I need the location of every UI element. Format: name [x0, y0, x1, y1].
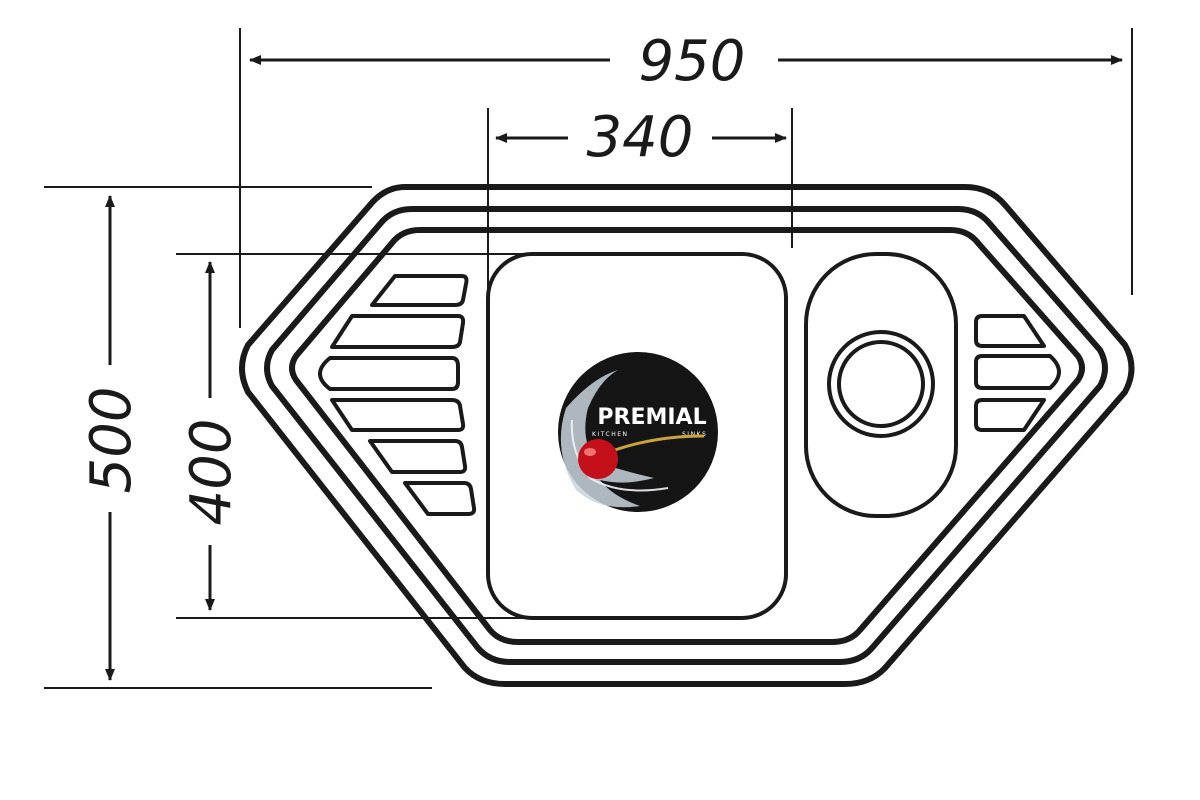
dimension-overall-depth: 500 [44, 186, 432, 689]
bowl-width-label: 340 [587, 105, 694, 170]
drainer-groove [368, 439, 468, 474]
cherry-highlight [584, 448, 596, 456]
drainer-groove [974, 314, 1046, 348]
drainer-groove [330, 398, 466, 432]
cherry-icon [578, 439, 618, 479]
logo-tagline-left: KITCHEN [592, 431, 629, 438]
main-bowl [486, 252, 788, 620]
left-drainer-grooves [318, 274, 477, 516]
water-splash-highlight [570, 419, 669, 492]
sink-middle-rim [264, 206, 1108, 665]
sink-outline [239, 184, 1135, 687]
sink-outer-rim [239, 184, 1135, 687]
drainer-groove [974, 354, 1061, 390]
dimension-bowl-width: 340 [487, 105, 793, 290]
small-bowl [804, 252, 958, 518]
bowl-depth-label: 400 [179, 419, 244, 526]
drainer-groove [318, 356, 460, 391]
dimension-overall-width: 950 [239, 28, 1133, 328]
drainer-groove [370, 274, 469, 307]
logo-brand-text: PREMIAL [597, 405, 706, 430]
logo-tagline-right: SINKS [682, 431, 707, 438]
overall-width-label: 950 [639, 29, 746, 94]
brand-logo: PREMIAL KITCHEN SINKS [558, 352, 718, 512]
drainer-groove [403, 481, 477, 516]
drain-icon [827, 330, 935, 438]
drainer-groove [330, 314, 466, 349]
sink-inner-rim [289, 227, 1085, 645]
right-drainer-grooves [974, 314, 1061, 432]
drainer-groove [974, 398, 1046, 432]
overall-depth-label: 500 [79, 387, 144, 494]
dimension-bowl-depth: 400 [176, 253, 528, 619]
